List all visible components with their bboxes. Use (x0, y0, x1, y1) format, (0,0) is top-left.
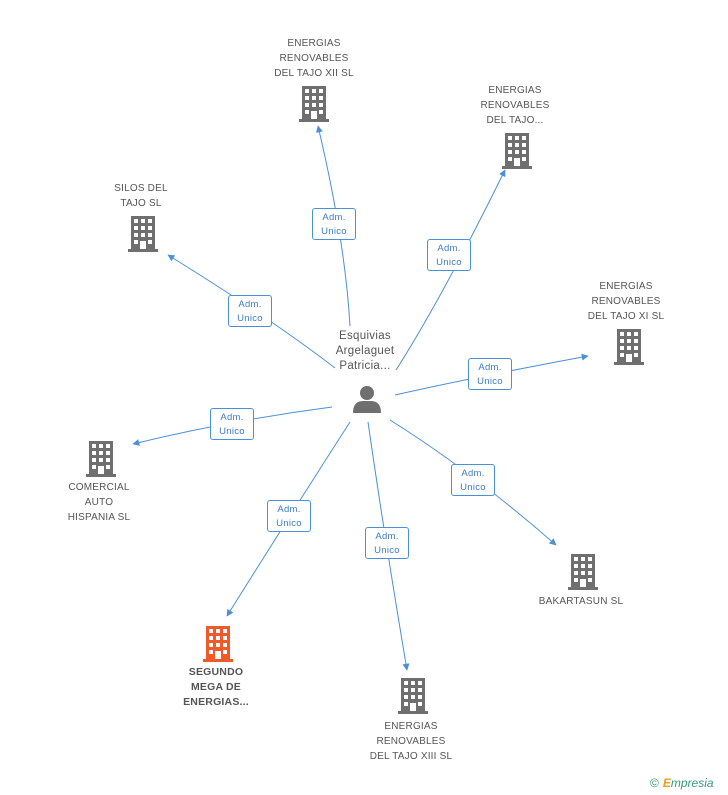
company-label-line: RENOVABLES (376, 736, 446, 747)
brand-initial: E (662, 776, 671, 790)
company-label-silos[interactable]: SILOS DEL TAJO SL (66, 181, 216, 211)
company-label-line: AUTO (84, 497, 114, 508)
brand-footer[interactable]: ©Empresia (650, 776, 714, 790)
company-label-line: DEL TAJO XII SL (274, 68, 354, 79)
building-icon[interactable] (128, 216, 158, 252)
company-label-line: SEGUNDO (188, 666, 244, 678)
building-icon[interactable] (203, 626, 233, 662)
relation-badge-line: Unico (477, 376, 503, 387)
relation-badge-bakartasun[interactable]: Adm. Unico (451, 464, 495, 496)
center-label-line: Patricia... (339, 360, 391, 372)
relation-badge-energias-xii[interactable]: Adm. Unico (312, 208, 356, 240)
company-label-line: ENERGIAS (287, 38, 341, 49)
company-label-bakartasun[interactable]: BAKARTASUN SL (506, 594, 656, 609)
building-icon[interactable] (614, 329, 644, 365)
relation-badge-line: Adm. (437, 243, 461, 254)
company-label-comercial[interactable]: COMERCIAL AUTO HISPANIA SL (24, 480, 174, 525)
company-label-line: BAKARTASUN SL (538, 596, 624, 607)
company-label-energias-xiii[interactable]: ENERGIAS RENOVABLES DEL TAJO XIII SL (336, 719, 486, 764)
company-label-line: RENOVABLES (279, 53, 349, 64)
relation-badge-line: Unico (374, 545, 400, 556)
relation-badge-line: Adm. (461, 468, 485, 479)
company-label-energias-xi[interactable]: ENERGIAS RENOVABLES DEL TAJO XI SL (551, 279, 701, 324)
center-label-line: Esquivias (339, 330, 391, 342)
relation-badge-line: Unico (237, 313, 263, 324)
company-label-line: ENERGIAS... (183, 696, 249, 708)
node-icons (86, 86, 644, 714)
company-label-line: ENERGIAS (384, 721, 438, 732)
relation-badge-energias-tajo[interactable]: Adm. Unico (427, 239, 471, 271)
relation-badge-line: Unico (436, 257, 462, 268)
company-label-line: RENOVABLES (480, 100, 550, 111)
company-label-line: DEL TAJO... (486, 115, 544, 126)
relation-badge-energias-xiii[interactable]: Adm. Unico (365, 527, 409, 559)
relation-badge-energias-xi[interactable]: Adm. Unico (468, 358, 512, 390)
building-icon[interactable] (568, 554, 598, 590)
relation-badge-line: Adm. (238, 299, 262, 310)
company-label-line: ENERGIAS (599, 281, 653, 292)
center-label-line: Argelaguet (335, 345, 395, 357)
building-icon[interactable] (502, 133, 532, 169)
company-label-line: MEGA DE (190, 681, 241, 693)
relation-badge-line: Unico (276, 518, 302, 529)
company-label-line: SILOS DEL (114, 183, 168, 194)
relation-badge-comercial[interactable]: Adm. Unico (210, 408, 254, 440)
company-label-energias-tajo[interactable]: ENERGIAS RENOVABLES DEL TAJO... (440, 83, 590, 128)
relation-badge-line: Adm. (322, 212, 346, 223)
relation-badge-line: Adm. (375, 531, 399, 542)
relation-badge-segundo[interactable]: Adm. Unico (267, 500, 311, 532)
building-icon[interactable] (299, 86, 329, 122)
relation-badge-line: Adm. (277, 504, 301, 515)
relation-edge-energias-tajo (395, 169, 506, 371)
company-label-line: DEL TAJO XI SL (587, 311, 665, 322)
relation-badge-line: Unico (321, 226, 347, 237)
company-label-line: HISPANIA SL (67, 512, 131, 523)
relation-badge-line: Unico (219, 426, 245, 437)
company-label-line: TAJO SL (120, 198, 162, 209)
relation-badge-line: Adm. (220, 412, 244, 423)
company-label-segundo[interactable]: SEGUNDO MEGA DE ENERGIAS... (141, 665, 291, 710)
building-icon[interactable] (398, 678, 428, 714)
company-label-line: ENERGIAS (488, 85, 542, 96)
center-person-label[interactable]: Esquivias Argelaguet Patricia... (300, 329, 430, 374)
company-label-line: COMERCIAL (68, 482, 130, 493)
building-icon[interactable] (86, 441, 116, 477)
company-label-line: RENOVABLES (591, 296, 661, 307)
company-label-energias-xii[interactable]: ENERGIAS RENOVABLES DEL TAJO XII SL (239, 36, 389, 81)
relation-badge-line: Unico (460, 482, 486, 493)
relation-badge-line: Adm. (478, 362, 502, 373)
brand-name: mpresia (670, 776, 714, 790)
relation-badge-silos[interactable]: Adm. Unico (228, 295, 272, 327)
company-label-line: DEL TAJO XIII SL (369, 751, 453, 762)
copyright-symbol: © (650, 776, 659, 790)
person-icon[interactable] (353, 386, 381, 413)
